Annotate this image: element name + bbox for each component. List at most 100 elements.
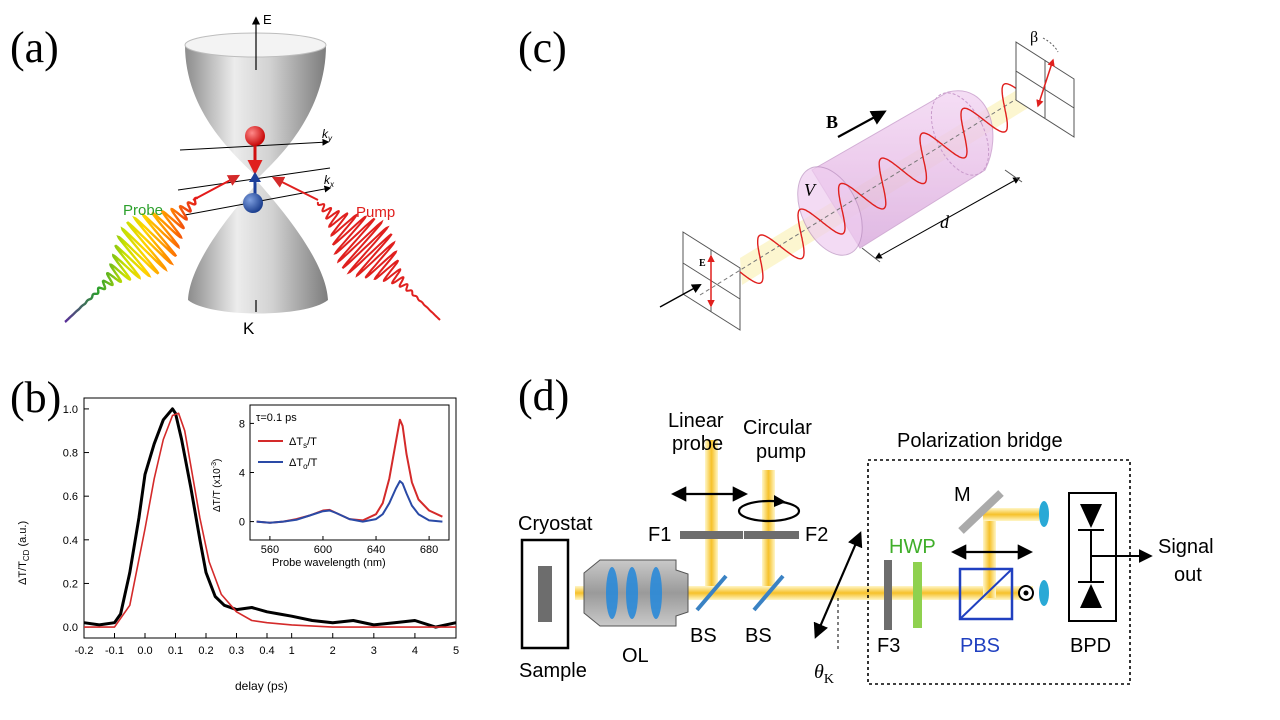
- rotation-angle-label: β: [1030, 29, 1038, 46]
- y-tick-label: 0.0: [63, 622, 78, 634]
- inset-series: [256, 418, 443, 524]
- signal-out-label-1: Signal: [1158, 536, 1214, 558]
- cryostat-label: Cryostat: [518, 513, 593, 535]
- conduction-band-cone: [185, 45, 326, 178]
- y-tick-label: 0.6: [63, 491, 78, 503]
- energy-axis-label: E: [263, 12, 272, 27]
- half-wave-plate: [913, 562, 922, 628]
- beam-splitter-1: [695, 574, 728, 612]
- series-line-black: [83, 407, 457, 629]
- inset-x-tick-label: 680: [420, 544, 438, 556]
- focusing-lens-upper: [1039, 501, 1049, 527]
- panel-a-band-diagram: E ky kx K Probe Pump: [64, 12, 441, 338]
- pump-arrow: [271, 176, 319, 201]
- probe-label: Probe: [123, 202, 163, 219]
- inset-y-tick-label: 4: [239, 468, 245, 480]
- pbs-label: PBS: [960, 635, 1000, 657]
- inset-frame: [249, 404, 450, 541]
- sample-label: Sample: [519, 660, 587, 682]
- y-tick-label: 1.0: [63, 404, 78, 416]
- panel-label-b: (b): [10, 373, 61, 422]
- input-beam-arrow: [659, 284, 702, 308]
- verdet-label: V: [804, 180, 817, 200]
- output-polarizer: β: [1015, 29, 1075, 138]
- linear-probe-beam: [705, 440, 718, 592]
- panel-c-faraday-diagram: E β B V d: [659, 29, 1075, 331]
- panel-d-optical-setup: Cryostat Sample OL F1 F2 F3 BS BS Linear…: [518, 410, 1214, 687]
- electron-spin-red: [245, 126, 265, 146]
- x-tick-label: 0.0: [137, 645, 152, 657]
- filter-f2: [744, 531, 799, 539]
- photodiode-lower: [1080, 584, 1102, 608]
- hwp-label: HWP: [889, 536, 936, 558]
- circular-pump-label-2: pump: [756, 441, 806, 463]
- polarizing-beam-splitter: [958, 567, 1014, 621]
- probe-arrow: [192, 174, 241, 201]
- x-tick-label: 0.1: [168, 645, 183, 657]
- circular-pump-label-1: Circular: [743, 417, 812, 439]
- y-tick-label: 0.2: [63, 578, 78, 590]
- inset-x-tick-label: 640: [367, 544, 385, 556]
- signal-out-label-2: out: [1174, 564, 1202, 586]
- bpd-label: BPD: [1070, 635, 1111, 657]
- inset-y-axis-label: ΔT/T (x10-3): [211, 459, 223, 512]
- beam-splitter-2-label: BS: [745, 625, 772, 647]
- series-line-red: [84, 412, 456, 628]
- x-tick-label: 0.3: [229, 645, 244, 657]
- y-tick-label: 0.4: [63, 535, 78, 547]
- filter-f3: [884, 560, 892, 630]
- input-polarizer: E: [682, 231, 741, 331]
- x-tick-label: 0.4: [259, 645, 274, 657]
- x-tick-label: -0.2: [75, 645, 94, 657]
- panel-label-c: (c): [518, 23, 567, 72]
- x-tick-label: 4: [412, 645, 418, 657]
- pbs-diagonal: [959, 568, 1013, 620]
- inset-y-tick-label: 0: [239, 517, 245, 529]
- filter-f2-label: F2: [805, 524, 828, 546]
- length-label: d: [940, 212, 950, 232]
- linear-probe-label-1: Linear: [668, 410, 724, 432]
- x-tick-label: 0.2: [198, 645, 213, 657]
- photodiode-upper: [1080, 504, 1102, 528]
- kerr-angle-label: θK: [814, 661, 834, 687]
- objective-lens: [583, 559, 689, 627]
- x-tick-label: 3: [371, 645, 377, 657]
- chart-x-axis-label: delay (ps): [235, 679, 288, 693]
- magnetic-field-arrow: [837, 110, 887, 138]
- bridge-vertical-beam: [983, 510, 996, 598]
- filter-f3-label: F3: [877, 635, 900, 657]
- magnetic-field-label: B: [826, 112, 838, 132]
- length-dimension: [874, 177, 1021, 259]
- valence-band-cone: [188, 182, 328, 314]
- y-tick-label: 0.8: [63, 448, 78, 460]
- polarization-bridge-box: [867, 459, 1131, 685]
- probe-pulse: [64, 196, 199, 323]
- kx-label: kx: [324, 173, 335, 189]
- valley-k-label: K: [243, 319, 255, 338]
- e-field-label: E: [699, 258, 706, 269]
- beam-splitter-2: [752, 574, 785, 612]
- spin-up-arrowhead: [249, 172, 261, 182]
- electron-spin-blue: [243, 193, 263, 213]
- mirror: [958, 490, 1004, 534]
- sample: [538, 566, 552, 622]
- inset-x-axis-label: Probe wavelength (nm): [272, 557, 386, 569]
- objective-label: OL: [622, 645, 649, 667]
- x-tick-label: 2: [330, 645, 336, 657]
- inset-x-tick-label: 600: [314, 544, 332, 556]
- chart-frame: [83, 397, 457, 639]
- x-tick-label: 1: [289, 645, 295, 657]
- chart-y-axis-label: ΔT/TCD (a.u.): [17, 521, 31, 585]
- filter-f1-label: F1: [648, 524, 671, 546]
- kerr-rotation-arrow: [813, 531, 863, 639]
- inset-annotation: τ=0.1 ps: [256, 412, 297, 424]
- panel-label-a: (a): [10, 23, 59, 72]
- legend-label-o: ΔTo/T: [289, 457, 318, 471]
- x-tick-label: 5: [453, 645, 459, 657]
- polarization-bridge-label: Polarization bridge: [897, 430, 1063, 452]
- circular-polarization-arrowhead: [774, 495, 786, 507]
